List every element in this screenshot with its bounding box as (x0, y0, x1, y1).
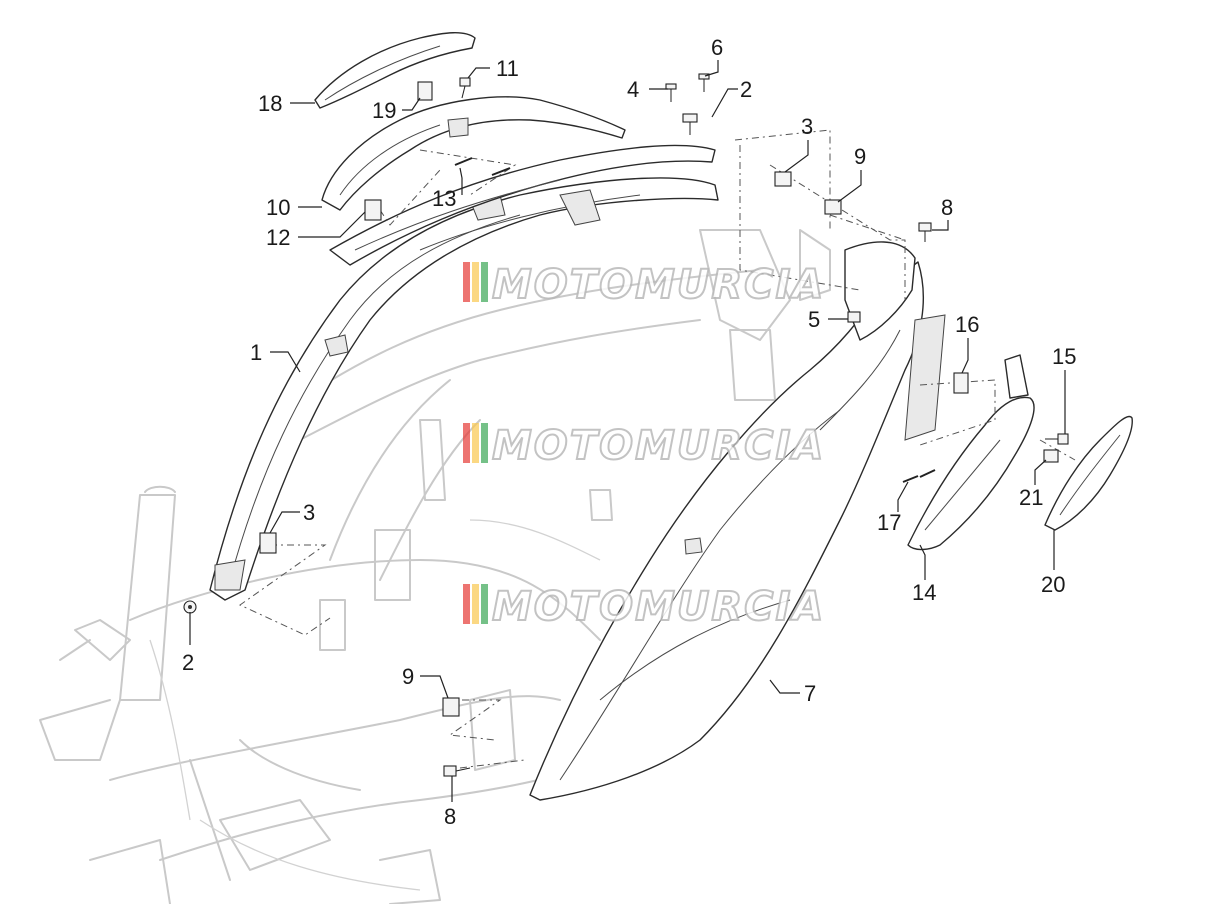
clip-5-icon (847, 311, 861, 323)
screw-6-icon (698, 73, 710, 92)
watermark-text: MOTOMURCIA (492, 262, 825, 308)
assembly-lines (239, 129, 1076, 769)
scooter-frame (39, 229, 831, 904)
watermark-text: MOTOMURCIA (492, 584, 825, 630)
callout-12: 12 (266, 225, 290, 250)
rear-light-housing (907, 354, 1035, 551)
callout-19: 19 (372, 98, 396, 123)
clip-9-lower-icon (442, 697, 460, 717)
callout-14: 14 (912, 580, 936, 605)
screw-4-icon (665, 83, 677, 102)
callout-5: 5 (808, 307, 820, 332)
grab-handle-cover (321, 96, 626, 211)
clip-3-upper-icon (774, 171, 792, 187)
callout-18: 18 (258, 91, 282, 116)
leader-lines (189, 60, 1066, 802)
screw-11-icon (459, 77, 471, 99)
lower-side-cover (529, 241, 946, 801)
callout-7: 7 (804, 681, 816, 706)
callout-15: 15 (1052, 344, 1076, 369)
screw-8-upper-icon (918, 222, 932, 242)
callout-2-lower: 2 (182, 650, 194, 675)
callout-9-upper: 9 (854, 144, 866, 169)
clip-12-icon (364, 199, 382, 221)
clip-9-upper-icon (824, 199, 842, 215)
screw-13b-icon (491, 167, 511, 176)
callout-17: 17 (877, 510, 901, 535)
hardware (183, 73, 1069, 777)
screw-8-lower-icon (443, 765, 471, 777)
callout-9-lower: 9 (402, 664, 414, 689)
callout-8-upper: 8 (941, 195, 953, 220)
clip-19-icon (417, 81, 433, 101)
screw-2-lower-icon (183, 600, 197, 614)
watermark-1: MOTOMURCIA (463, 261, 825, 309)
callout-11: 11 (496, 56, 519, 81)
screw-15-icon (1045, 433, 1069, 445)
upper-rear-rail (329, 144, 716, 266)
callout-4: 4 (627, 77, 639, 102)
callout-6: 6 (711, 35, 723, 60)
callout-3-lower: 3 (303, 500, 315, 525)
watermark-2: MOTOMURCIA (463, 422, 825, 470)
light-lens (1044, 415, 1133, 531)
screw-17b-icon (919, 469, 936, 478)
clip-3-lower-icon (259, 532, 277, 554)
callout-3-upper: 3 (801, 114, 813, 139)
callout-labels: 1 2 3 4 2 6 3 9 8 5 16 15 17 21 14 20 7 … (182, 35, 1076, 829)
callout-10: 10 (266, 195, 290, 220)
callout-21: 21 (1019, 485, 1043, 510)
top-cover (314, 32, 476, 109)
callout-16: 16 (955, 312, 979, 337)
clip-16-icon (953, 372, 969, 394)
callout-1: 1 (250, 340, 262, 365)
callout-13: 13 (432, 186, 456, 211)
screw-13a-icon (454, 157, 473, 166)
watermark-3: MOTOMURCIA (463, 583, 825, 631)
clip-21-icon (1043, 449, 1059, 463)
screw-2-upper-icon (682, 113, 698, 135)
watermark-text: MOTOMURCIA (492, 423, 825, 469)
callout-2-upper: 2 (740, 77, 752, 102)
callout-8-lower: 8 (444, 804, 456, 829)
side-rail-panel (209, 177, 719, 601)
callout-20: 20 (1041, 572, 1065, 597)
screw-17a-icon (902, 475, 919, 483)
